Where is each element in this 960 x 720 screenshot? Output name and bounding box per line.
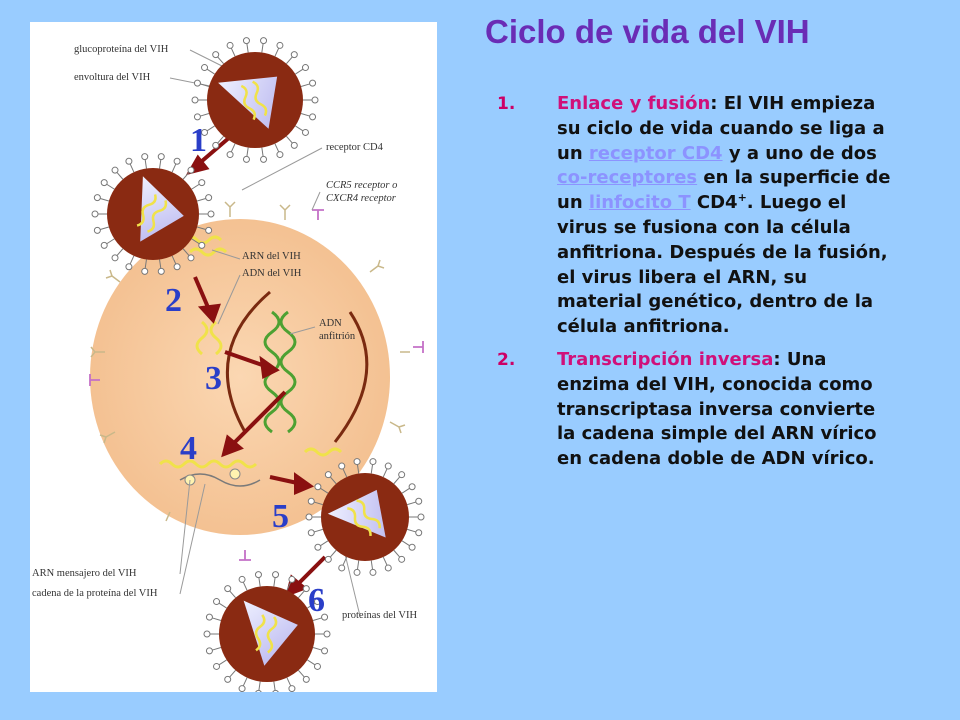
label-ccr5-line2: CXCR4 receptor bbox=[326, 193, 396, 204]
step-2-text-a: Una enzima del VIH, conocida como transc… bbox=[557, 348, 877, 470]
step-1-sup: + bbox=[737, 191, 747, 205]
host-cell bbox=[90, 219, 390, 535]
step-1-number: 1. bbox=[497, 94, 516, 114]
virus-particles bbox=[91, 37, 425, 692]
lifecycle-steps: 1. Enlace y fusión: El VIH empieza su ci… bbox=[497, 92, 897, 480]
lifecycle-diagram bbox=[89, 49, 424, 617]
label-proteins: proteínas del VIH bbox=[342, 610, 418, 621]
step-number-5: 5 bbox=[272, 498, 289, 535]
label-cd4-receptor: receptor CD4 bbox=[326, 142, 383, 153]
step-1-text-e: . Luego el virus se fusiona con la célul… bbox=[557, 192, 888, 338]
step-1-text-d: CD4 bbox=[690, 192, 738, 214]
hiv-lifecycle-figure: glucoproteína del VIH envoltura del VIH … bbox=[30, 22, 437, 692]
link-receptor-cd4[interactable]: receptor CD4 bbox=[588, 142, 723, 164]
label-viral-dna: ADN del VIH bbox=[242, 268, 302, 279]
slide-title: Ciclo de vida del VIH bbox=[485, 13, 810, 50]
virus-free bbox=[191, 37, 319, 163]
step-item-2: 2. Transcripción inversa: Una enzima del… bbox=[497, 348, 897, 472]
label-ccr5-line1: CCR5 receptor o bbox=[326, 180, 398, 191]
step-2-number: 2. bbox=[497, 349, 516, 370]
label-host-dna-line2: anfitrión bbox=[319, 331, 356, 342]
step-number-4: 4 bbox=[180, 430, 197, 467]
step-number-1: 1 bbox=[190, 122, 207, 159]
label-host-dna-line1: ADN bbox=[319, 318, 342, 329]
label-mrna: ARN mensajero del VIH bbox=[32, 568, 137, 579]
label-viral-rna: ARN del VIH bbox=[242, 251, 301, 262]
step-1-text-b: y a uno de dos bbox=[722, 142, 877, 164]
virus-mature bbox=[203, 571, 331, 692]
step-1-heading: Enlace y fusión bbox=[557, 93, 711, 114]
step-1-text-a: El VIH empieza su ciclo de vida cuando s… bbox=[557, 93, 885, 164]
step-item-1: 1. Enlace y fusión: El VIH empieza su ci… bbox=[497, 92, 897, 340]
virus-budding bbox=[305, 458, 425, 576]
link-linfocito-t[interactable]: linfocito T bbox=[588, 192, 691, 214]
step-2-heading: Transcripción inversa bbox=[557, 348, 774, 370]
virus-binding bbox=[91, 153, 215, 275]
label-envelope: envoltura del VIH bbox=[74, 72, 151, 83]
step-1-sep: : bbox=[710, 93, 724, 114]
label-protein-chain: cadena de la proteína del VIH bbox=[32, 588, 158, 599]
step-1-text-c: en la superficie de un bbox=[557, 167, 891, 214]
step-number-6: 6 bbox=[308, 582, 325, 619]
link-co-receptores[interactable]: co-receptores bbox=[557, 167, 698, 189]
step-2-sep: : bbox=[773, 348, 787, 370]
step-number-3: 3 bbox=[205, 360, 222, 397]
label-glycoprotein: glucoproteína del VIH bbox=[74, 44, 169, 55]
step-number-2: 2 bbox=[165, 282, 182, 319]
